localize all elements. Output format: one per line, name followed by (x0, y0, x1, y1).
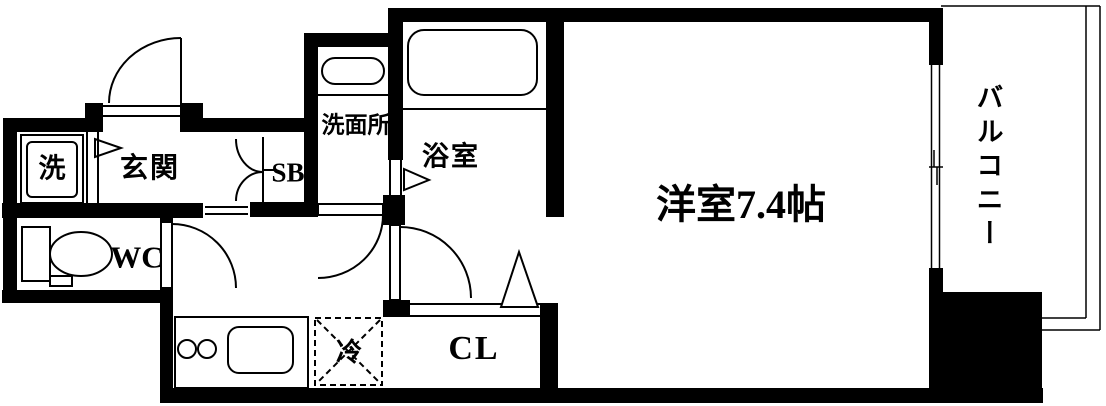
room-label-bathroom: 浴室 (422, 141, 480, 172)
room-label-entrance: 玄関 (119, 153, 181, 184)
walls (2, 8, 1043, 403)
bathroom-door (389, 160, 402, 195)
room-label-washroom: 洗面所 (321, 112, 391, 138)
room-label-main-room: 洋室7.4帖 (656, 182, 826, 227)
room-label-shoebox: SB (271, 157, 305, 188)
washroom-door (317, 203, 384, 279)
kitchen-counter-icon (174, 316, 309, 389)
room-label-balcony: バルコニー (972, 83, 1003, 253)
bathroom-triangle-icon (403, 167, 432, 192)
room-label-washer: 洗 (38, 153, 66, 184)
washer-alcove-front (86, 132, 99, 203)
entrance-step-triangle-icon (94, 137, 125, 159)
stove-burners-icon (177, 339, 217, 359)
toilet-icon (21, 226, 113, 287)
window-icon (929, 65, 943, 268)
room-label-toilet: WC (110, 239, 164, 275)
washroom-sink-icon (318, 57, 388, 96)
room-label-closet: CL (448, 330, 500, 367)
entrance-door-arc (103, 37, 182, 117)
wc-door (160, 221, 237, 289)
main-room-door (389, 224, 472, 301)
hall-threshold (205, 206, 248, 215)
refrigerator-space-icon (314, 317, 383, 386)
washer-pan-icon (20, 134, 84, 204)
room-label-refrigerator: 冷 (335, 338, 363, 367)
closet-triangle-icon (499, 248, 540, 308)
balcony-railing (941, 5, 1101, 331)
kitchen-sink-icon (227, 326, 294, 374)
shoebox-doors (235, 137, 275, 203)
bathtub-icon (403, 29, 546, 110)
